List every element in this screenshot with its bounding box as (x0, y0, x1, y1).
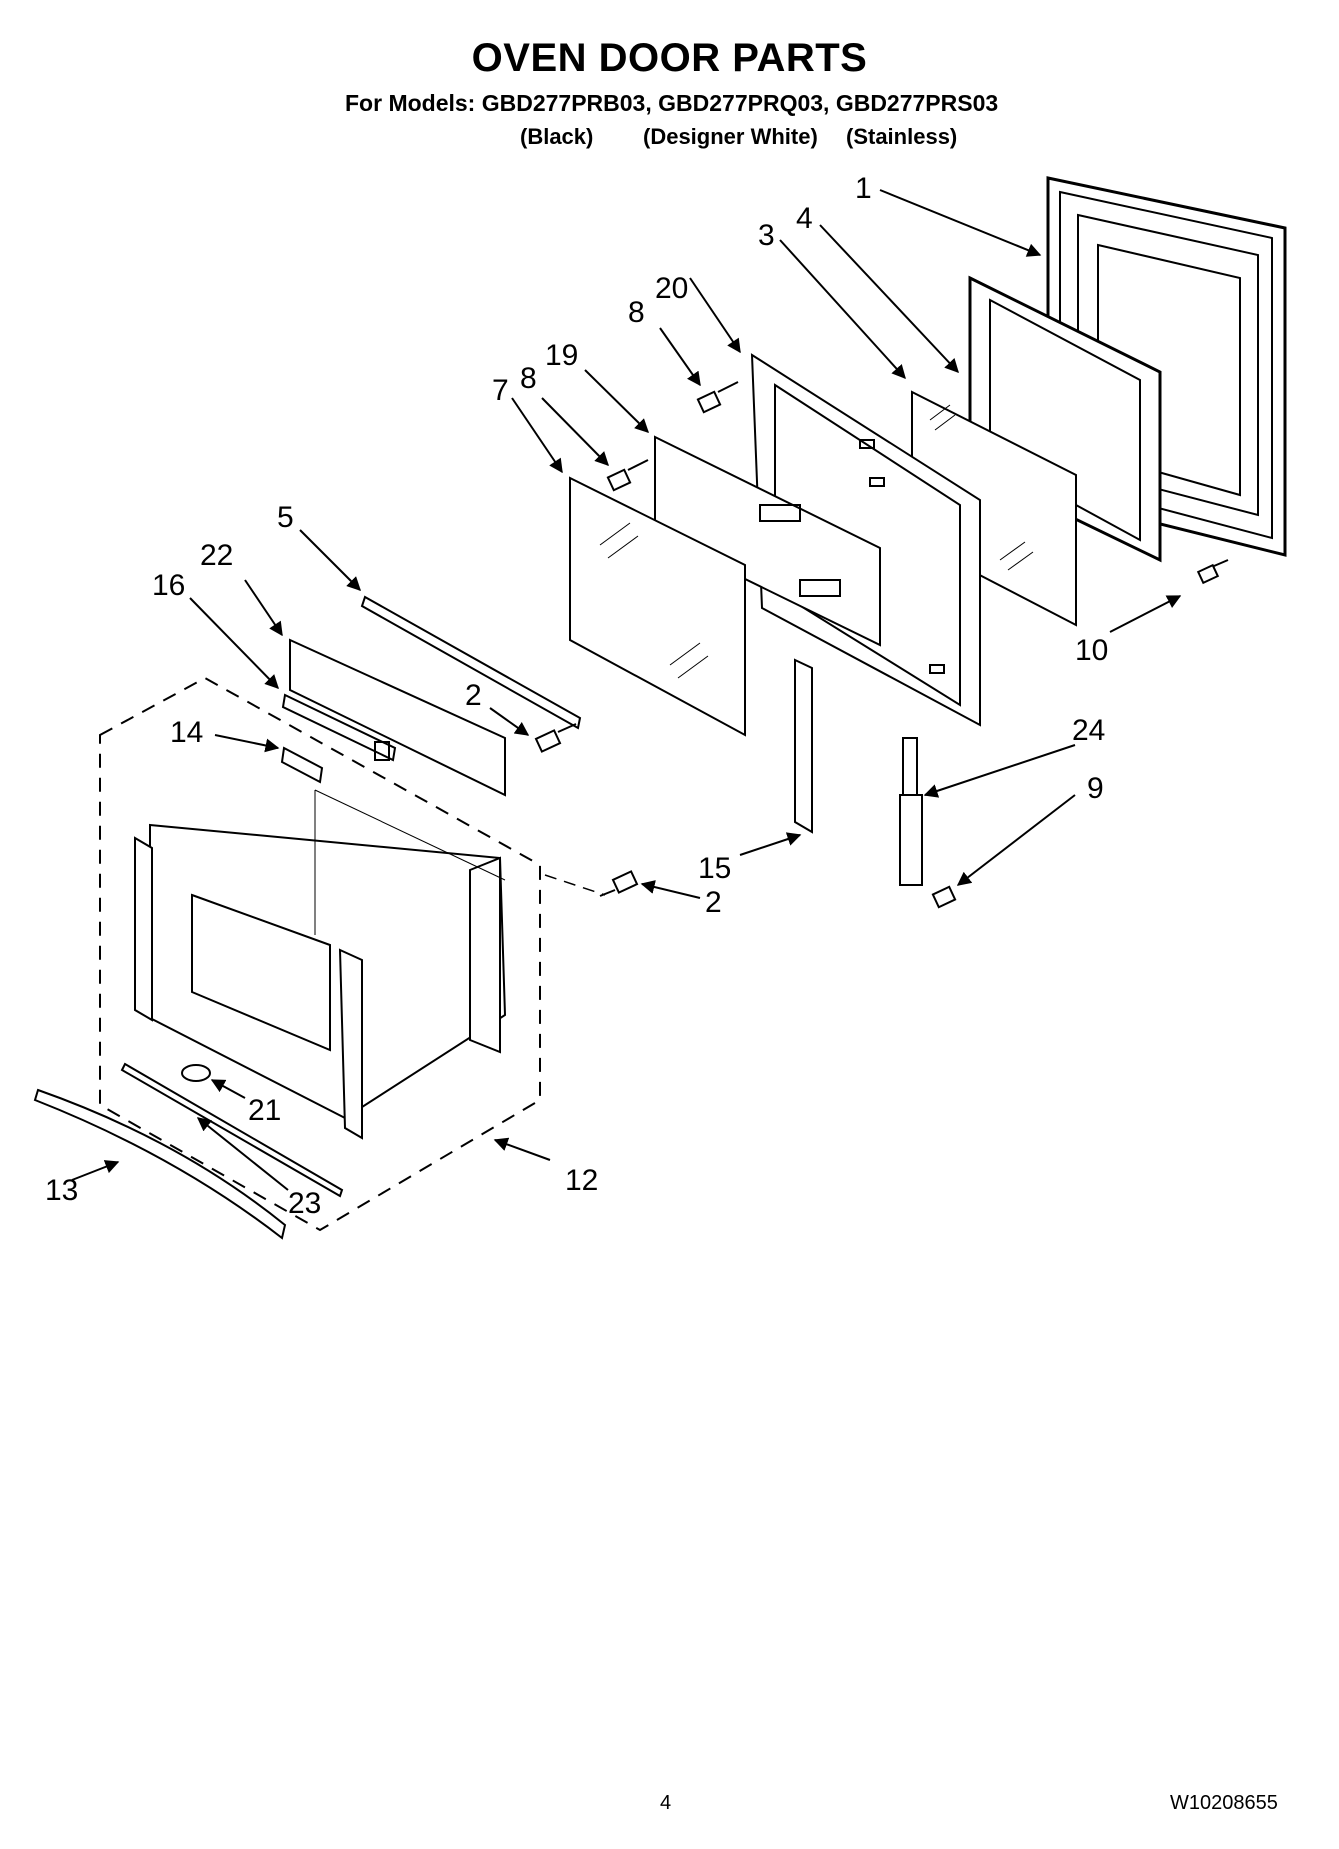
callout-19: 19 (545, 339, 578, 372)
callout-8a: 8 (628, 296, 645, 329)
callout-12: 12 (565, 1164, 598, 1197)
callout-4: 4 (796, 202, 813, 235)
callout-7: 7 (492, 374, 509, 407)
callout-2a: 2 (465, 679, 482, 712)
variant-designer-white: (Designer White) (643, 124, 818, 149)
badge-part (181, 1064, 211, 1082)
outer-door-panel-part (134, 789, 507, 1140)
door-handle-part (33, 1088, 287, 1240)
document-number: W10208655 (1170, 1792, 1278, 1814)
page-title: OVEN DOOR PARTS (471, 36, 868, 80)
vent-plate-part (289, 638, 506, 797)
callout-22: 22 (200, 539, 233, 572)
screw-part-8b (606, 459, 649, 492)
trim-strip-part (120, 1062, 344, 1198)
vent-strip-part (281, 693, 397, 762)
hinge-part (899, 737, 923, 886)
page-number: 4 (660, 1792, 672, 1814)
callout-15: 15 (698, 852, 731, 885)
callout-2b: 2 (705, 886, 722, 919)
callout-3: 3 (758, 219, 775, 252)
heat-shield-part (654, 435, 881, 647)
models-line: For Models: GBD277PRB03, GBD277PRQ03, GB… (345, 90, 999, 116)
variant-black: (Black) (520, 124, 594, 149)
bumper-part-10 (1196, 559, 1229, 585)
variant-stainless: (Stainless) (846, 124, 958, 149)
callout-5: 5 (277, 501, 294, 534)
screw-part-2b (599, 870, 639, 897)
hinge-bracket-part (794, 658, 813, 834)
screw-part-8a (696, 381, 739, 414)
callout-14: 14 (170, 716, 203, 749)
callout-24: 24 (1072, 714, 1105, 747)
callout-23: 23 (288, 1187, 321, 1220)
callout-13: 13 (45, 1174, 78, 1207)
callout-9: 9 (1087, 772, 1104, 805)
callout-16: 16 (152, 569, 185, 602)
screw-part-2a (534, 723, 577, 753)
screw-part-9 (931, 885, 957, 909)
bracket-part (280, 746, 324, 784)
door-rail-part (360, 595, 582, 730)
callout-21: 21 (248, 1094, 281, 1127)
callout-1: 1 (855, 172, 872, 205)
outer-glass-part (569, 476, 746, 737)
callout-8b: 8 (520, 362, 537, 395)
callout-20: 20 (655, 272, 688, 305)
callout-10: 10 (1075, 634, 1108, 667)
